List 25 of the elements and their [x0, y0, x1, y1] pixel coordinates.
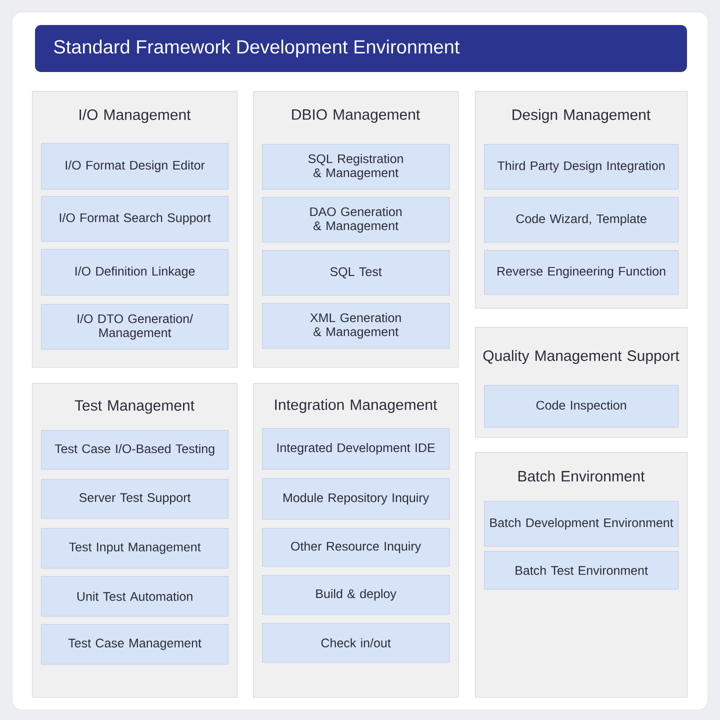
feature-box: SQL Registration & Management — [262, 144, 450, 190]
feature-box: Module Repository Inquiry — [262, 478, 450, 520]
feature-box: Third Party Design Integration — [484, 144, 679, 190]
feature-box: Code Wizard, Template — [484, 197, 679, 243]
feature-box: Server Test Support — [41, 479, 229, 519]
feature-box: Unit Test Automation — [41, 576, 229, 617]
feature-box: DAO Generation & Management — [262, 197, 450, 243]
feature-box: Test Case Management — [41, 624, 229, 665]
feature-box: Batch Test Environment — [484, 551, 679, 590]
feature-box: XML Generation & Management — [262, 303, 450, 349]
feature-box: I/O DTO Generation/ Management — [41, 304, 229, 350]
feature-box: I/O Format Design Editor — [41, 143, 229, 190]
feature-box: I/O Format Search Support — [41, 196, 229, 242]
feature-box: Other Resource Inquiry — [262, 528, 450, 567]
feature-box: I/O Definition Linkage — [41, 249, 229, 296]
feature-box: SQL Test — [262, 250, 450, 296]
feature-box: Batch Development Environment — [484, 501, 679, 547]
feature-box: Test Input Management — [41, 528, 229, 569]
title-banner: Standard Framework Development Environment — [35, 25, 687, 72]
feature-box: Integrated Development IDE — [262, 428, 450, 470]
feature-box: Build & deploy — [262, 575, 450, 615]
feature-box: Code Inspection — [484, 385, 679, 428]
feature-box: Reverse Engineering Function — [484, 250, 679, 295]
feature-box: Check in/out — [262, 623, 450, 663]
feature-box: Test Case I/O-Based Testing — [41, 430, 229, 470]
